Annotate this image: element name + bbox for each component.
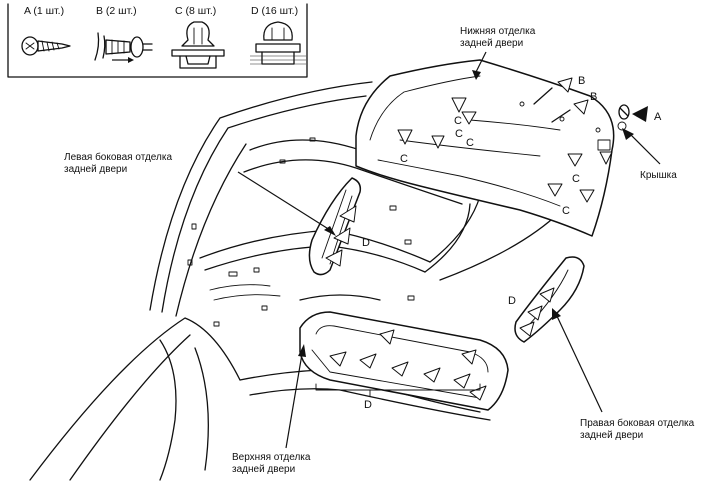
upper-tailgate-trim xyxy=(299,311,509,411)
marker-c-6: C xyxy=(562,205,570,217)
a-screw-marker: A xyxy=(617,104,662,131)
fastener-legend: A (1 шт.) B (2 шт.) C (8 шт.) D (16 шт.) xyxy=(7,3,308,78)
callout-left-side-trim-line2: задней двери xyxy=(64,164,127,175)
marker-d-left: D xyxy=(362,237,370,249)
callout-upper-trim: Верхняя отделка задней двери xyxy=(232,452,313,475)
callout-left-side-trim-line1: Левая боковая отделка xyxy=(64,151,172,163)
marker-c-2: C xyxy=(455,128,463,140)
panel-clip-icon xyxy=(250,21,306,65)
callout-upper-trim-line1: Верхняя отделка xyxy=(232,452,311,463)
c-clip-markers: C C C C C C xyxy=(397,97,613,217)
legend-label-a: A (1 шт.) xyxy=(24,5,64,17)
callout-left-side-trim: Левая боковая отделка задней двери xyxy=(64,151,175,175)
d-bracket xyxy=(315,383,481,391)
marker-d-upper: D xyxy=(364,399,372,411)
marker-a: A xyxy=(654,111,662,123)
marker-c-4: C xyxy=(466,137,474,149)
marker-c-1: C xyxy=(454,115,462,127)
callout-right-side-trim-line2: задней двери xyxy=(580,430,643,441)
callout-leaders xyxy=(237,51,661,449)
marker-b-1: B xyxy=(578,75,585,87)
left-side-tailgate-trim xyxy=(308,177,362,276)
marker-b-2: B xyxy=(590,91,597,103)
callout-lower-trim: Нижняя отделка задней двери xyxy=(460,26,538,49)
marker-d-right: D xyxy=(508,295,516,307)
trim-clip-icon xyxy=(171,21,225,69)
callout-right-side-trim-line1: Правая боковая отделка xyxy=(580,417,695,429)
callout-lower-trim-line1: Нижняя отделка xyxy=(460,26,536,37)
legend-label-c: C (8 шт.) xyxy=(175,5,216,17)
marker-c-3: C xyxy=(400,153,408,165)
push-rivet-icon xyxy=(94,32,153,63)
marker-c-5: C xyxy=(572,173,580,185)
callout-lower-trim-line2: задней двери xyxy=(460,38,523,49)
callout-right-side-trim: Правая боковая отделка задней двери xyxy=(580,417,697,441)
callout-cover: Крышка xyxy=(640,170,677,181)
legend-label-d: D (16 шт.) xyxy=(251,5,298,17)
b-rivet-markers: B B xyxy=(533,75,597,123)
legend-label-b: B (2 шт.) xyxy=(96,5,137,17)
screw-icon xyxy=(21,36,71,56)
lower-tailgate-trim-panel xyxy=(355,59,615,237)
callout-upper-trim-line2: задней двери xyxy=(232,464,295,475)
right-side-tailgate-trim xyxy=(514,256,585,343)
